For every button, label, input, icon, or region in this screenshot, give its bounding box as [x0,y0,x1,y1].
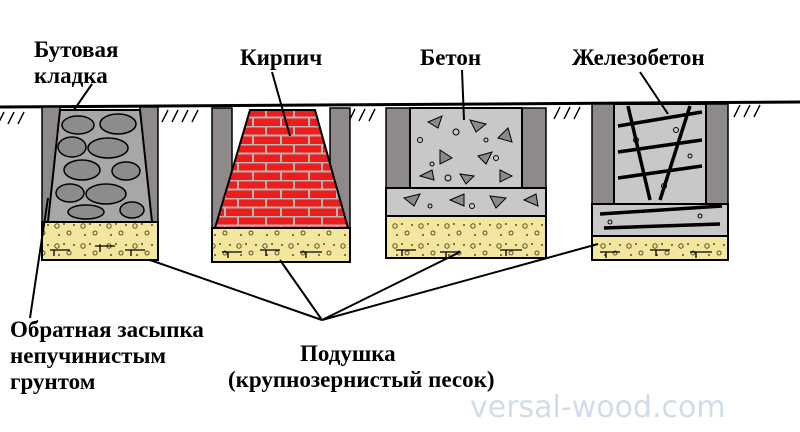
concrete-aggregate [402,115,539,209]
backfill-label-line2: непучинистым [10,343,167,368]
rubble-label-line2: кладка [34,63,108,88]
reinforced-concrete-label: Железобетон [572,45,705,70]
sand-cushion-2 [211,227,351,263]
backfill-left-4 [591,103,615,205]
backfill-label-line3: грунтом [10,369,96,394]
rubble-foundation [41,106,159,261]
rubble-stones [55,113,145,220]
brick-body [213,109,350,229]
concrete-foundation [385,107,547,259]
backfill-left-3 [385,107,411,189]
cushion-label-line2: (крупнозернистый песок) [228,367,495,392]
sand-cushion-3 [385,215,547,259]
sand-cushion-4 [591,235,729,261]
backfill-right-4 [705,103,729,205]
concrete-label: Бетон [420,45,482,70]
cushion-label-line1: Подушка [300,341,396,366]
brick-foundation [211,107,351,263]
brick-label: Кирпич [240,45,323,70]
ground-line [0,100,800,109]
rubble-label-line1: Бутовая [34,37,119,62]
backfill-label-line1: Обратная засыпка [10,317,204,342]
reinforced-concrete-foundation [591,103,729,261]
ground-hatching [0,104,761,125]
pointer-lines [29,69,669,321]
rebar [599,105,723,230]
watermark: versal-wood.com [470,390,726,425]
sand-cushion-1 [41,221,159,261]
backfill-right-3 [521,107,547,189]
